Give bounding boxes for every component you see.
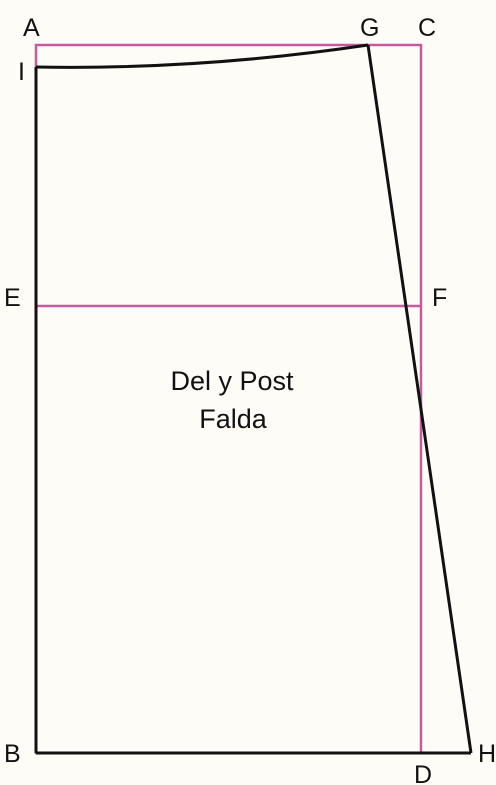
- point-label-f: F: [432, 284, 447, 312]
- piece-label-line2: Falda: [199, 404, 268, 434]
- point-label-g: G: [360, 14, 379, 42]
- point-label-c: C: [418, 14, 436, 42]
- point-label-b: B: [4, 740, 21, 768]
- point-label-h: H: [478, 740, 496, 768]
- point-label-d: D: [414, 761, 432, 785]
- point-label-a: A: [23, 14, 40, 42]
- piece-label-line1: Del y Post: [170, 366, 294, 396]
- point-label-e: E: [4, 284, 21, 312]
- point-label-i: I: [18, 58, 25, 86]
- waist-curve-line: [35, 43, 369, 69]
- guide-rectangle: [34, 43, 423, 755]
- side-seam-line: [366, 44, 473, 754]
